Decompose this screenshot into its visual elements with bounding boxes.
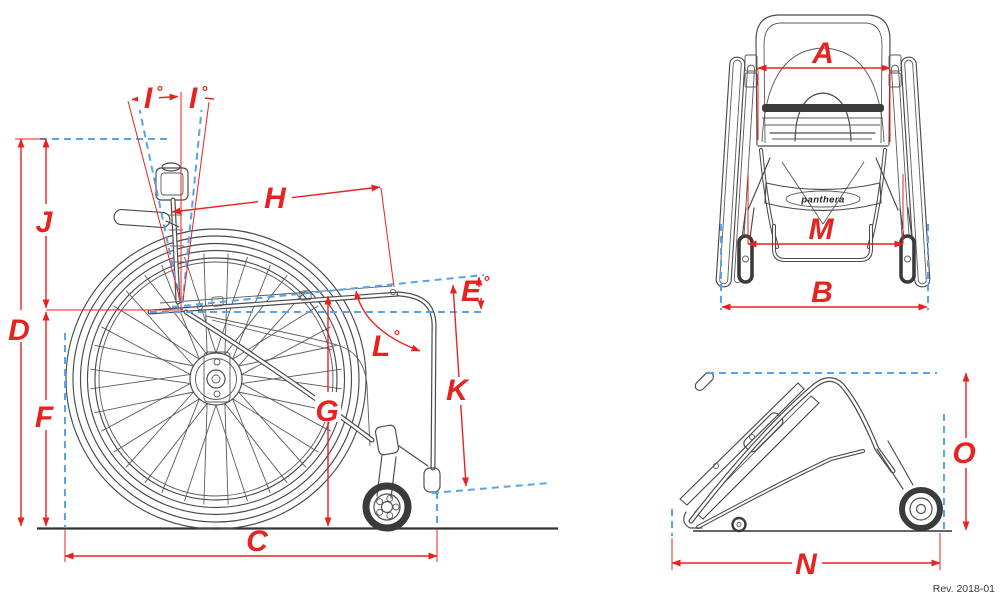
dim-label-a: A (811, 37, 834, 70)
side-reference-lines (40, 104, 550, 528)
backrest-hinge-left (744, 54, 758, 72)
footrest-slope-reference (431, 482, 550, 494)
dim-label-h: H (264, 182, 287, 215)
front-view: panthera (715, 14, 931, 311)
frame-strap: panthera (764, 182, 882, 212)
front-backrest (744, 14, 902, 146)
front-frame (183, 291, 441, 499)
dim-label-e-degree: ° (484, 274, 490, 291)
side-view: I ° I ° H J D F E ° L ° K G C (6, 82, 558, 562)
label-background (315, 392, 341, 422)
wheel-hub (189, 352, 243, 406)
anti-tip-roller (731, 516, 747, 533)
front-labels: A M B (809, 37, 835, 309)
label-background (446, 377, 470, 405)
folded-view: O N (671, 371, 979, 581)
caster-head (374, 424, 400, 456)
revision-note: Rev. 2018-01 (933, 583, 995, 595)
dimension-C (64, 530, 438, 562)
folded-reference-lines (671, 372, 945, 536)
dim-label-c: C (246, 525, 269, 558)
label-background (951, 438, 979, 468)
dim-label-i-right: I (189, 82, 198, 115)
folded-seat-stack (679, 371, 820, 520)
dim-label-f: F (35, 401, 54, 434)
dimension-A (757, 64, 891, 142)
label-background (138, 90, 159, 110)
dim-label-g: G (315, 395, 338, 428)
dim-label-i-right-degree: ° (202, 84, 208, 101)
seat-sling-edge (762, 104, 884, 112)
label-background (32, 204, 58, 236)
seat-slope-reference (171, 274, 485, 308)
footrest-plate (423, 467, 441, 493)
dim-label-d: D (8, 314, 30, 347)
side-guard (205, 315, 371, 447)
folded-caster-wheel (899, 487, 943, 531)
front-casters (737, 207, 916, 284)
axle-plate (203, 351, 231, 403)
dim-label-k: K (446, 374, 470, 407)
dim-label-n: N (795, 548, 818, 581)
dim-label-l: L (372, 330, 390, 363)
front-caster-wheel (362, 482, 412, 532)
label-background (6, 310, 34, 342)
folded-frame (683, 377, 943, 533)
brand-logo: panthera (800, 195, 844, 206)
dim-label-m: M (809, 213, 835, 246)
dimension-B (720, 224, 929, 311)
angle-E (475, 276, 485, 310)
backrest-hinge-right (888, 54, 902, 72)
folded-labels: O N (792, 437, 979, 581)
angle-L (354, 290, 421, 352)
dim-label-l-degree: ° (394, 328, 400, 345)
dimension-M (747, 174, 904, 248)
label-background (184, 90, 205, 110)
dim-label-j: J (36, 206, 54, 239)
push-handle (113, 208, 180, 229)
label-background (258, 184, 292, 212)
side-labels: I ° I ° H J D F E ° L ° K G C (6, 82, 490, 558)
dimension-J (42, 138, 183, 311)
backrest-angle-left-reference (138, 106, 183, 311)
rear-wheel (65, 228, 367, 530)
label-background (33, 400, 57, 430)
dim-label-i-left: I (144, 82, 153, 115)
dim-label-i-left-degree: ° (157, 84, 163, 101)
front-dimensions (720, 64, 929, 311)
dim-label-e: E (461, 275, 482, 308)
footrest-u-bar (772, 224, 873, 262)
dim-label-b: B (811, 276, 833, 309)
front-right-wheel (891, 56, 931, 288)
dim-label-o: O (952, 437, 975, 470)
label-background (792, 549, 822, 577)
